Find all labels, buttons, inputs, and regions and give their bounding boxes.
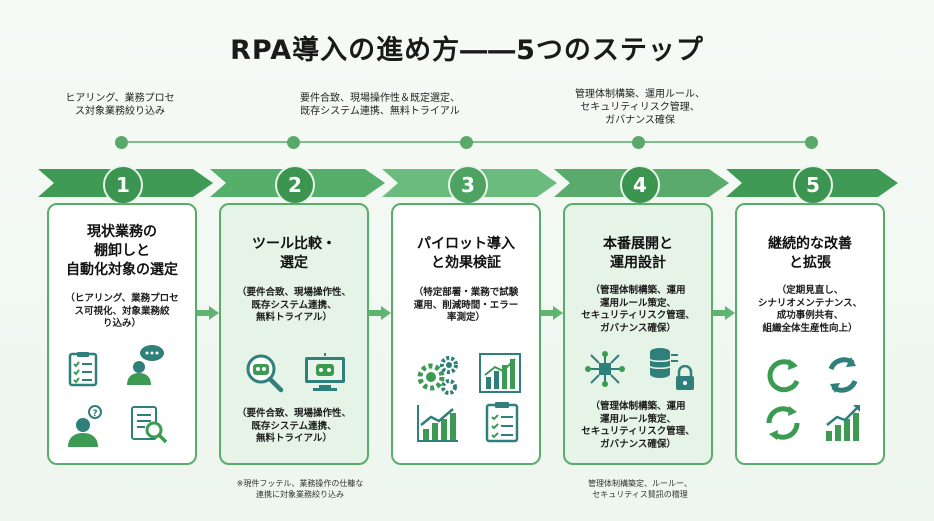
step-card-5: 継続的な改善 と拡張 （定期見直し、 シナリオメンテナンス、 成功事例共有、 組…	[735, 203, 885, 465]
sync-icon	[766, 406, 800, 440]
step-number-2: 2	[275, 165, 315, 205]
database-icon	[649, 348, 678, 378]
step-arrow	[197, 306, 219, 320]
timeline-dot	[805, 136, 818, 149]
checklist-icon	[68, 352, 98, 387]
timeline-dot	[287, 136, 300, 149]
step-description-secondary: （要件合致、現場操作性、 既存システム連携、 無料トライアル）	[236, 408, 351, 444]
step-description: （特定部署・業務で試験 運用、削減時間・エラー 率測定）	[413, 287, 519, 323]
footnote-step4: 管理体制構築定、ルールー、 セキュリティス賛訊の稽理	[588, 479, 692, 499]
step-description-secondary: （管理体制構築、運用 運用ルール策定、 セキュリティリスク管理、 ガバナンス確保…	[581, 401, 695, 450]
lock-icon	[676, 365, 694, 390]
footnote-step2: ※現件フッテル、業務操作の仕糠な 連携に対象業務絞り込み	[236, 479, 364, 499]
step-card-2: ツール比較・ 選定 （要件合致、現場操作性、 既存システム連携、 無料トライアル…	[219, 203, 369, 465]
step-title: 継続的な改善 と拡張	[768, 236, 852, 271]
step-arrow	[369, 306, 391, 320]
step-description: （ヒアリング、業務プロセ ス可視化、対象業務絞 り込み）	[65, 293, 179, 329]
step-arrow	[541, 306, 563, 320]
question-person-icon: ?	[68, 405, 102, 447]
svg-text:?: ?	[92, 409, 97, 419]
step-description: （定期見直し、 シナリオメンテナンス、 成功事例共有、 組織全体生産性向上）	[757, 285, 863, 334]
step-card-3: パイロット導入 と効果検証 （特定部署・業務で試験 運用、削減時間・エラー 率測…	[391, 203, 541, 465]
step-number-4: 4	[620, 165, 660, 205]
gears-icon	[417, 356, 458, 395]
timeline-dot	[115, 136, 128, 149]
growth-chart-icon	[417, 405, 458, 442]
step-number-5: 5	[793, 165, 833, 205]
timeline-dot	[632, 136, 645, 149]
speech-person-icon	[127, 345, 164, 385]
top-note-step2-3: 要件合致、現場操作性＆既定選定、 既存システム連携、無料トライアル	[300, 93, 460, 117]
timeline-dot	[460, 136, 473, 149]
step-card-1: 現状業務の 棚卸しと 自動化対象の選定 （ヒアリング、業務プロセ ス可視化、対象…	[47, 203, 197, 465]
step-number-3: 3	[448, 165, 488, 205]
step-card-4: 本番展開と 運用設計 （管理体制構築、運用 運用ルール策定、 セキュリティリスク…	[563, 203, 713, 465]
step-title: パイロット導入 と効果検証	[417, 236, 515, 271]
growth-bars-icon	[826, 405, 860, 441]
robot-search-icon	[246, 354, 284, 393]
clipboard-check-icon	[485, 402, 519, 443]
refresh-icon	[767, 359, 800, 393]
bar-chart-icon	[479, 353, 521, 393]
step-number-1: 1	[103, 165, 143, 205]
network-icon	[585, 351, 625, 387]
top-note-step4: 管理体制構築、運用ルール、 セキュリティリスク管理、 ガバナンス確保	[575, 89, 705, 126]
page-title: RPA導入の進め方――5つのステップ	[230, 35, 704, 66]
step-arrow	[713, 306, 735, 320]
robot-monitor-icon	[305, 353, 345, 391]
step-description: （要件合致、現場操作性、 既存システム連携、 無料トライアル）	[236, 287, 351, 323]
document-search-icon	[131, 406, 168, 444]
top-note-step1: ヒアリング、業務プロセ ス対象業務絞り込み	[65, 93, 175, 117]
step-title: ツール比較・ 選定	[252, 236, 336, 271]
step-description: （管理体制構築、運用 運用ルール策定、 セキュリティリスク管理、 ガバナンス確保…	[581, 285, 695, 334]
cycle-icon	[828, 357, 858, 393]
step-title: 本番展開と 運用設計	[603, 236, 673, 271]
step-title: 現状業務の 棚卸しと 自動化対象の選定	[66, 224, 178, 278]
